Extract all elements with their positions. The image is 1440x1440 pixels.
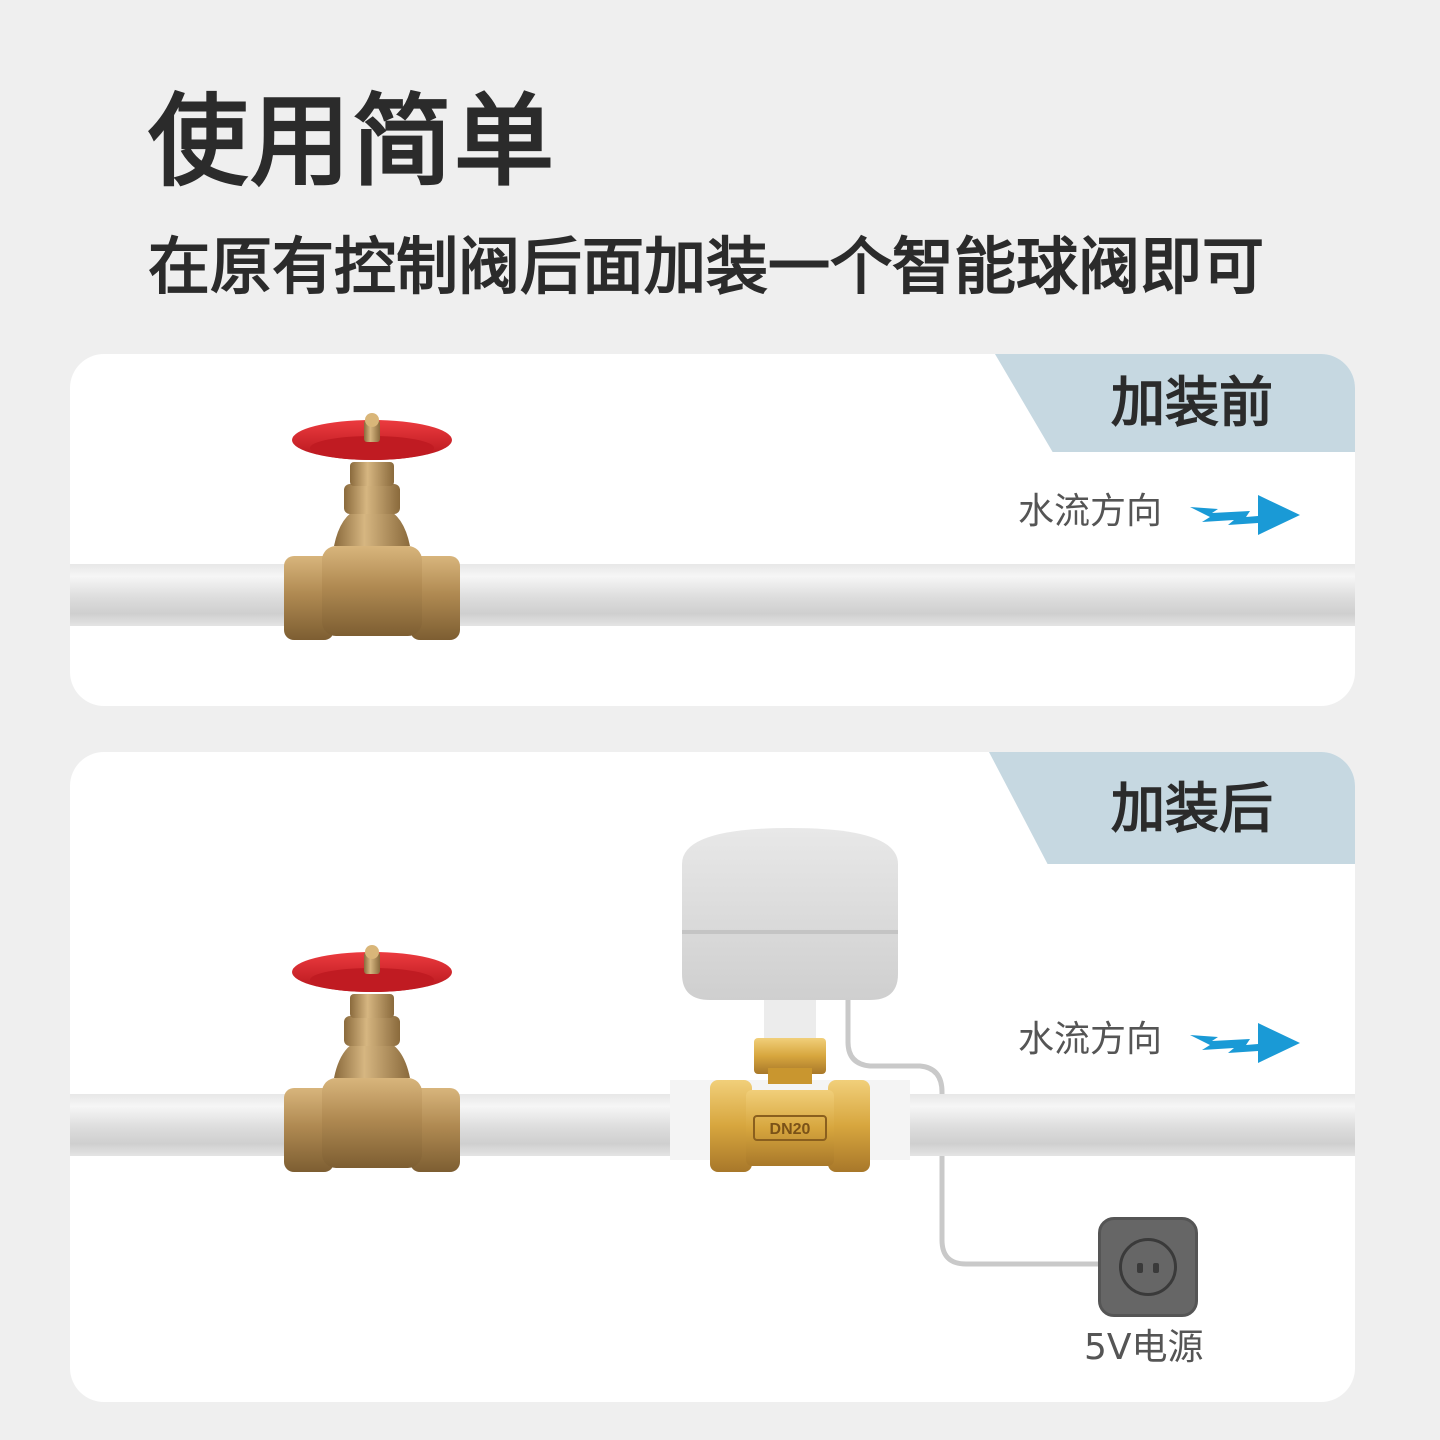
- flow-arrow-icon: [1190, 495, 1300, 535]
- page-subtitle: 在原有控制阀后面加装一个智能球阀即可: [148, 230, 1265, 303]
- after-tag: [989, 752, 1355, 864]
- power-socket-icon: [1098, 1217, 1198, 1317]
- water-pipe: [70, 564, 1355, 626]
- power-cable: [845, 1000, 1102, 1267]
- after-tag-label: 加装后: [1111, 777, 1273, 840]
- before-tag-label: 加装前: [1111, 371, 1273, 434]
- gate-valve-icon: [284, 945, 460, 1172]
- before-tag: [995, 354, 1355, 452]
- flow-direction-label: 水流方向: [1018, 1019, 1163, 1060]
- smart-valve-icon: DN20: [670, 828, 910, 1172]
- gate-valve-icon: [284, 413, 460, 640]
- after-install-panel: 加装后 水流方向: [70, 752, 1355, 1402]
- valve-size-marking: DN20: [770, 1121, 811, 1138]
- power-label: 5V电源: [1084, 1327, 1204, 1368]
- flow-direction-label: 水流方向: [1018, 491, 1163, 532]
- before-install-panel: 加装前 水流方向: [70, 354, 1355, 706]
- page-title: 使用简单: [148, 83, 556, 200]
- socket-face: [1119, 1238, 1177, 1296]
- flow-arrow-icon: [1190, 1023, 1300, 1063]
